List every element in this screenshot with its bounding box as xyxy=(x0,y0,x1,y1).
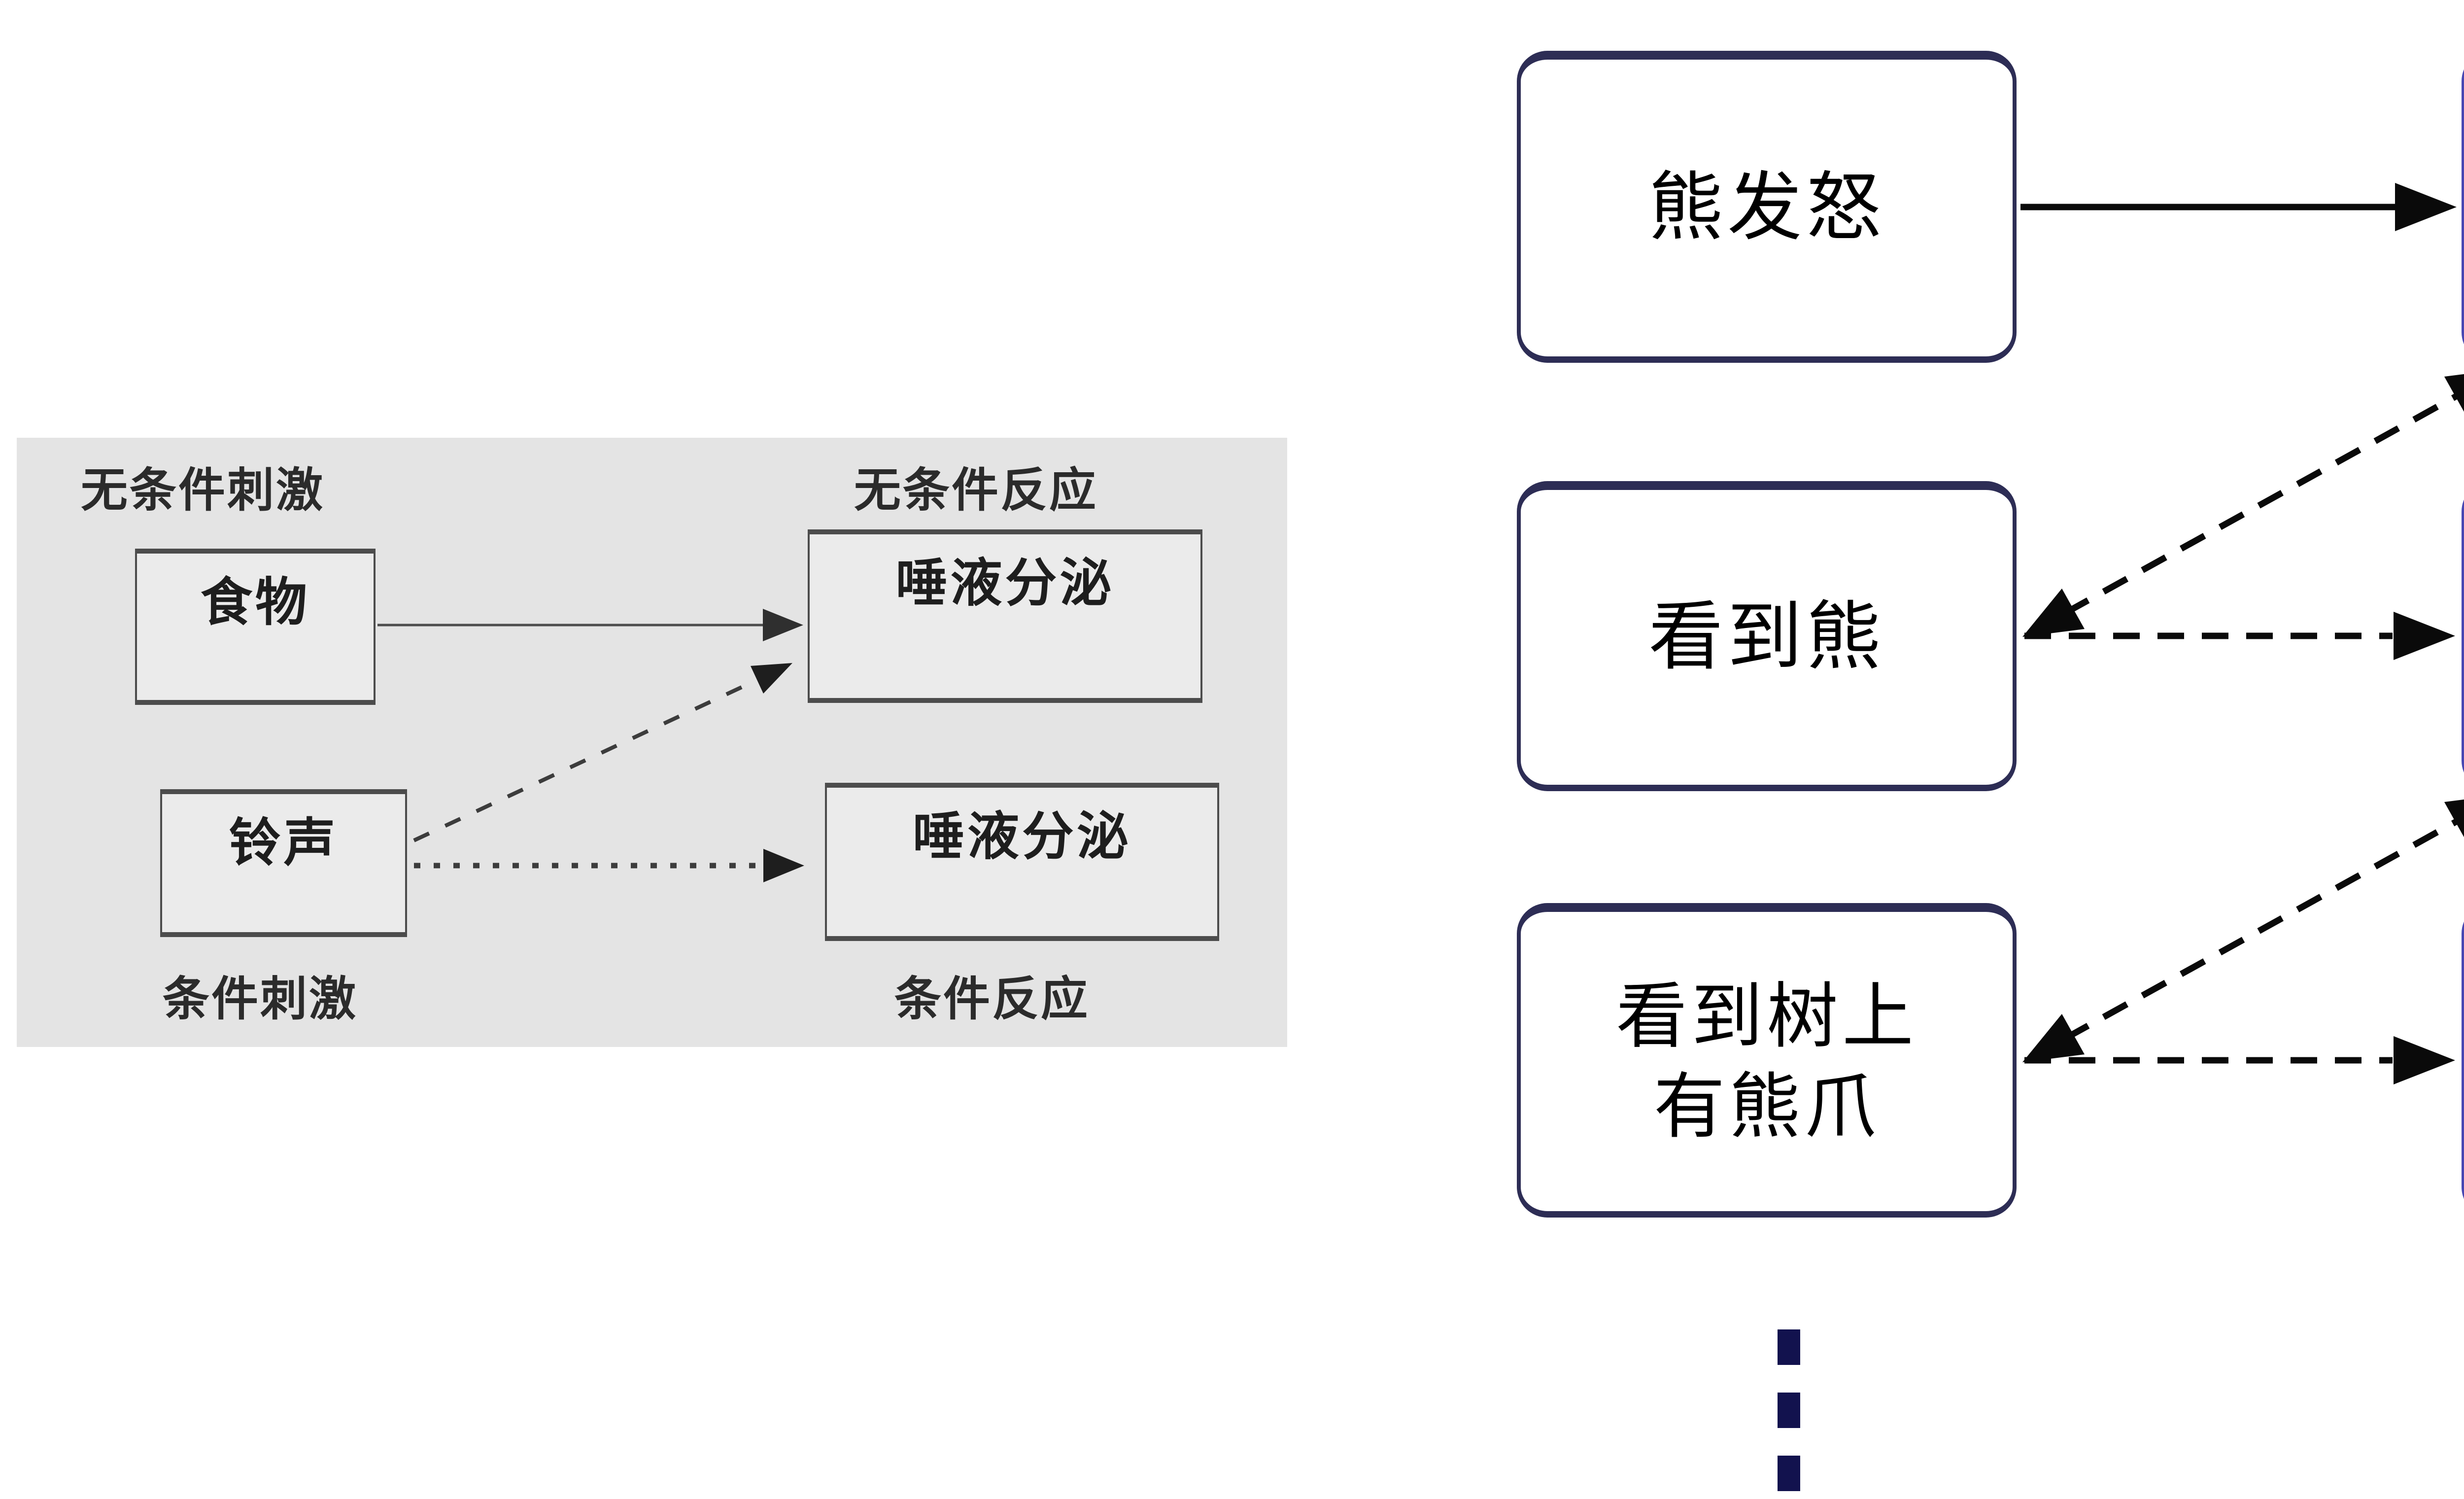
bell-box: 铃声 xyxy=(160,789,407,937)
bell-box-label: 铃声 xyxy=(229,814,339,872)
food-box: 食物 xyxy=(135,549,376,705)
arrow-see-claw-value-next-association xyxy=(2022,799,2464,1062)
value-next-state-box: V(s′) xyxy=(2462,481,2464,791)
see-claw-label-line2: 有熊爪 xyxy=(1653,1066,1880,1147)
salivation-bottom-box: 唾液分泌 xyxy=(825,783,1219,941)
salivation-bottom-label: 唾液分泌 xyxy=(912,808,1131,866)
salivation-top-label: 唾液分泌 xyxy=(895,555,1115,612)
value-current-state-box: V(s) xyxy=(2462,903,2464,1218)
arrow-bear-rage-to-reward xyxy=(2020,183,2457,231)
reward-box: 奖励 xyxy=(2462,51,2464,363)
bear-rage-label: 熊发怒 xyxy=(1648,166,1885,250)
label-unconditioned-response: 无条件反应 xyxy=(854,464,1098,517)
label-conditioned-response: 条件反应 xyxy=(894,973,1090,1025)
dot xyxy=(1778,1393,1800,1428)
see-claw-label-line1: 看到树上 xyxy=(1616,976,1917,1056)
label-conditioned-stimulus: 条件刺激 xyxy=(163,973,358,1025)
arrow-see-bear-to-value-next xyxy=(2024,612,2455,660)
arrow-see-bear-reward-association xyxy=(2022,374,2464,637)
arrow-see-claw-to-value-current xyxy=(2024,1036,2455,1084)
dot xyxy=(1778,1456,1800,1491)
see-claw-box: 看到树上 有熊爪 xyxy=(1517,903,2017,1218)
salivation-top-box: 唾液分泌 xyxy=(808,529,1202,703)
see-bear-box: 看到熊 xyxy=(1517,481,2017,791)
see-bear-label: 看到熊 xyxy=(1648,595,1885,679)
food-box-label: 食物 xyxy=(200,574,310,631)
dot xyxy=(1778,1329,1800,1365)
label-unconditioned-stimulus: 无条件刺激 xyxy=(81,464,325,517)
bear-rage-box: 熊发怒 xyxy=(1517,51,2017,363)
ellipsis-dots-states xyxy=(1778,1329,1800,1499)
pavlov-conditioning-panel: 无条件刺激 无条件反应 食物 唾液分泌 铃声 唾液分泌 条件刺激 条件反应 xyxy=(17,438,1287,1047)
